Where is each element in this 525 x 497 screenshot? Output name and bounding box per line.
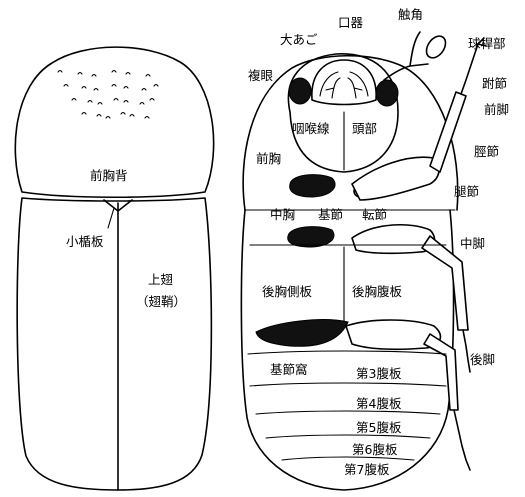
hind-tarsus: [454, 410, 470, 470]
trochanter-label: 転節: [362, 207, 387, 222]
elytra-label: 上翅: [148, 272, 174, 287]
antenna: [384, 32, 428, 80]
pronotum-punctures: [58, 71, 158, 119]
midleg-label: 中脚: [460, 236, 485, 251]
head-label: 頭部: [352, 121, 377, 136]
mesothorax-label: 中胸: [270, 207, 295, 222]
tarsus-label: 跗節: [482, 76, 507, 91]
sternite-7-boundary: [282, 457, 414, 460]
antenna-club: [423, 33, 450, 62]
mouth-opening: [312, 60, 376, 105]
antenna-label: 触角: [398, 7, 423, 22]
coxal-cavity-label: 基節窩: [270, 362, 308, 377]
sternite-6-label: 第6腹板: [352, 442, 398, 457]
pronotum-label: 前胸背: [90, 168, 128, 183]
femur-label: 腿節: [454, 184, 479, 199]
fore-femur: [352, 157, 439, 200]
sternite-5-boundary: [256, 411, 440, 414]
compound-eye-label: 複眼: [248, 68, 274, 83]
mid-tarsus: [463, 330, 470, 372]
mandible-label: 大あご: [280, 32, 318, 47]
sternite-7-label: 第7腹板: [344, 462, 390, 477]
metepisternum-label: 後胸側板: [262, 284, 313, 299]
dorsal-view: 前胸背 小楯板 上翅 （翅鞘）: [15, 47, 213, 490]
gula-label: 咽喉線: [292, 121, 330, 136]
ventral-pronotum-outline: [243, 56, 458, 210]
club-label: 球桿部: [468, 36, 506, 51]
fore-tibia: [430, 92, 466, 172]
head-outline: [288, 54, 398, 172]
sternite-4-label: 第4腹板: [356, 396, 402, 411]
metasternum-label: 後胸腹板: [352, 284, 403, 299]
scutellum-label: 小楯板: [66, 234, 104, 249]
mandibles: [320, 72, 368, 98]
sternite-4-boundary: [250, 383, 446, 386]
compound-eye-left: [289, 78, 311, 104]
coxa-label: 基節: [318, 207, 343, 222]
fore-coxa: [290, 175, 335, 197]
sternite-3-boundary: [248, 351, 446, 354]
elytra-outline: [17, 198, 211, 490]
prothorax-label: 前胸: [256, 151, 281, 166]
ventral-view: 大あご 口器 触角 球桿部 複眼 跗節 前脚 咽喉線 頭部 脛節 前胸 腿節 中…: [241, 7, 509, 490]
foreleg-label: 前脚: [484, 102, 509, 117]
elytra-alt-label: （翅鞘）: [136, 294, 186, 309]
compound-eye-right: [376, 80, 398, 106]
metacoxal-cavity: [256, 320, 348, 347]
sternite-3-label: 第3腹板: [356, 366, 402, 381]
sternite-6-boundary: [266, 435, 430, 438]
mid-coxa: [288, 227, 334, 247]
scutellum-pointer: [108, 208, 114, 228]
fore-tarsus: [461, 44, 478, 94]
sternite-5-label: 第5腹板: [356, 420, 402, 435]
mouthparts-label: 口器: [338, 15, 364, 30]
hindleg-label: 後脚: [470, 352, 495, 367]
tibia-label: 脛節: [474, 144, 499, 159]
